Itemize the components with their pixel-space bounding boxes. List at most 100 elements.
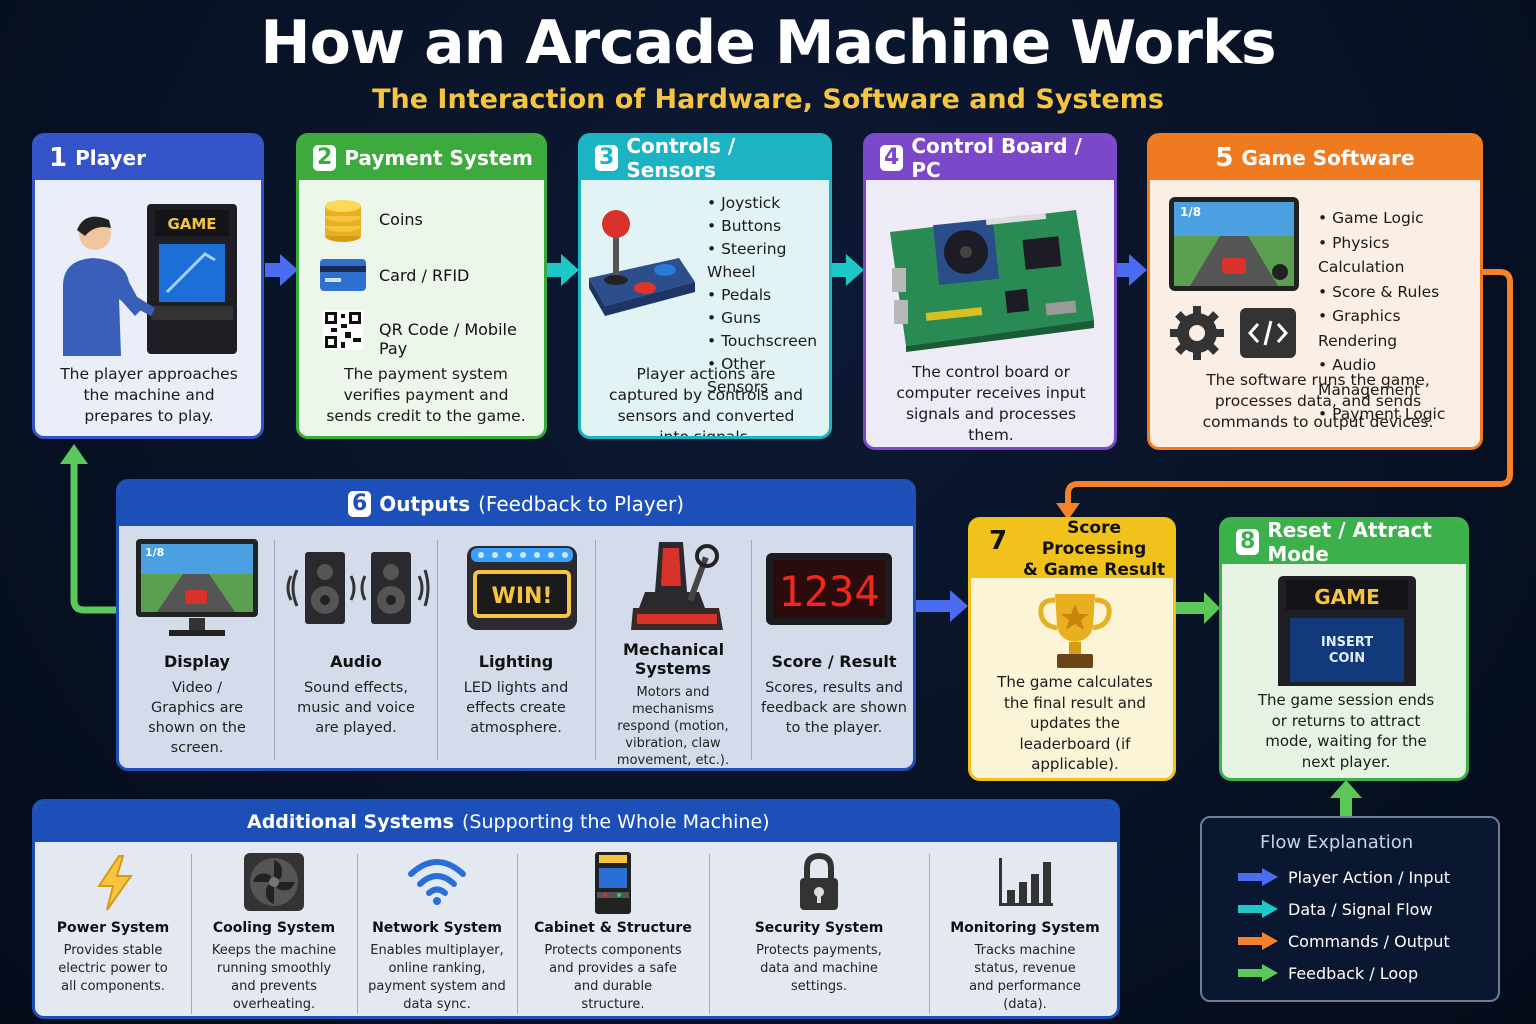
- arrow-payment-to-controls: [547, 254, 579, 286]
- cabinet-marquee-text: GAME: [167, 215, 216, 233]
- joystick-icon: [589, 210, 695, 316]
- step-controls-card: 3 Controls / Sensors Joystick Buttons St…: [578, 133, 832, 439]
- control-item: Guns: [707, 307, 829, 330]
- coins-icon: [325, 200, 361, 242]
- step-title-line1: Score Processing: [1041, 517, 1147, 559]
- additional-description: Tracks machine status, revenue and perfo…: [969, 943, 1081, 1012]
- card-icon: [320, 259, 366, 291]
- insert-text: INSERT: [1321, 635, 1373, 650]
- page-title: How an Arcade Machine Works: [260, 8, 1276, 78]
- led-sign-icon: WIN!: [467, 546, 577, 630]
- control-item: Steering Wheel: [707, 238, 829, 284]
- gear-icon: [1170, 306, 1224, 360]
- arrow-board-to-software: [1117, 254, 1147, 286]
- output-description: LED lights and effects create atmosphere…: [463, 680, 569, 736]
- lock-icon: [800, 852, 838, 910]
- additional-name: Cooling System: [212, 920, 336, 936]
- step-number: 8: [1236, 529, 1260, 555]
- output-description: Sound effects, music and voice are playe…: [297, 680, 415, 736]
- lightning-icon: [97, 855, 133, 911]
- output-description: Video / Graphics are shown on the screen…: [148, 680, 246, 756]
- step-title-note: (Feedback to Player): [478, 492, 685, 516]
- arrow-score-to-reset: [1176, 592, 1220, 624]
- output-score: 1234 Score / Result Scores, results and …: [755, 526, 913, 768]
- additional-description: Keeps the machine running smoothly and p…: [211, 943, 337, 1012]
- additional-monitoring: Monitoring System Tracks machine status,…: [933, 842, 1117, 1016]
- step-number: 5: [1215, 143, 1234, 173]
- step-outputs-card: 6 Outputs (Feedback to Player) 1/8 Displ…: [116, 479, 916, 771]
- flow-legend: Flow Explanation Player Action / Input D…: [1200, 816, 1500, 1002]
- legend-item-feedback: Feedback / Loop: [1238, 958, 1418, 988]
- step-title: Outputs: [379, 492, 471, 516]
- legend-item-commands: Commands / Output: [1238, 926, 1450, 956]
- additional-title-note: (Supporting the Whole Machine): [462, 811, 770, 833]
- step-board-card: 4 Control Board / PC The control board o…: [863, 133, 1117, 450]
- circuit-board-icon: [890, 210, 1094, 352]
- game-screen-icon: 1/8: [1169, 197, 1299, 291]
- output-name: Score / Result: [771, 652, 897, 671]
- output-name: Lighting: [478, 652, 554, 671]
- output-description: Motors and mechanisms respond (motion, v…: [616, 685, 730, 768]
- speaker-icon: [286, 552, 430, 624]
- additional-title: Additional Systems: [247, 811, 454, 833]
- output-name: Mechanical Systems: [623, 640, 725, 678]
- trophy-icon: [1038, 594, 1112, 668]
- arrow-controls-to-board: [832, 254, 864, 286]
- software-item: Graphics Rendering: [1318, 304, 1480, 353]
- controls-list: Joystick Buttons Steering Wheel Pedals G…: [707, 192, 829, 399]
- control-item: Touchscreen: [707, 330, 829, 353]
- additional-name: Monitoring System: [950, 920, 1100, 936]
- additional-power: Power System Provides stable electric po…: [41, 842, 185, 1016]
- qr-code-icon: [323, 310, 363, 350]
- hud-lap-text: 1/8: [1180, 205, 1201, 219]
- step-number: 3: [595, 145, 619, 171]
- player-at-arcade-illustration: GAME: [63, 204, 237, 356]
- step-player-card: 1 Player GAME The player approaches the …: [32, 133, 264, 439]
- score-display-icon: 1234: [766, 553, 892, 625]
- step-score-card: 7 Score Processing & Game Result The gam…: [968, 517, 1176, 781]
- score-digits: 1234: [778, 567, 879, 616]
- additional-description: Provides stable electric power to all co…: [58, 943, 168, 994]
- output-audio: Audio Sound effects, music and voice are…: [279, 526, 433, 768]
- step-description: The payment system verifies payment and …: [326, 365, 526, 425]
- output-name: Display: [164, 652, 230, 671]
- step-number: 7: [989, 526, 1008, 556]
- arrow-loop-up: [1330, 780, 1362, 818]
- step-title: Control Board / PC: [911, 134, 1082, 182]
- hud-lap-text: 1/8: [145, 546, 164, 559]
- step-payment-card: 2 Payment System Coins Card / RFID QR Co…: [296, 133, 547, 439]
- racing-seat-icon: [631, 542, 723, 630]
- legend-item-data: Data / Signal Flow: [1238, 894, 1433, 924]
- step-description: The game session ends or returns to attr…: [1257, 691, 1435, 771]
- legend-arrow-icon: [1238, 868, 1278, 886]
- payment-item-card: Card / RFID: [379, 266, 470, 285]
- arrow-player-to-payment: [265, 254, 298, 286]
- step-description: Player actions are captured by controls …: [609, 365, 803, 439]
- legend-arrow-icon: [1238, 964, 1278, 982]
- legend-label: Feedback / Loop: [1288, 963, 1419, 983]
- step-description: The control board or computer receives i…: [896, 363, 1086, 444]
- legend-label: Player Action / Input: [1288, 867, 1450, 887]
- additional-cabinet: Cabinet & Structure Protects components …: [521, 842, 705, 1016]
- output-mechanical: Mechanical Systems Motors and mechanisms…: [599, 526, 747, 768]
- legend-title: Flow Explanation: [1260, 832, 1414, 853]
- step-number: 2: [313, 145, 337, 171]
- step-title: Player: [75, 146, 146, 170]
- output-description: Scores, results and feedback are shown t…: [761, 680, 907, 736]
- legend-item-input: Player Action / Input: [1238, 862, 1450, 892]
- step-title: Controls / Sensors: [626, 134, 736, 182]
- step-description: The player approaches the machine and pr…: [60, 365, 238, 425]
- additional-name: Cabinet & Structure: [534, 920, 692, 936]
- step-description: The game calculates the final result and…: [997, 673, 1153, 773]
- step-title: Payment System: [344, 146, 533, 170]
- code-icon: [1240, 308, 1296, 358]
- software-list: Game Logic Physics Calculation Score & R…: [1318, 206, 1480, 427]
- additional-network: Network System Enables multiplayer, onli…: [361, 842, 513, 1016]
- additional-description: Protects components and provides a safe …: [544, 943, 682, 1012]
- additional-description: Enables multiplayer, online ranking, pay…: [368, 943, 506, 1012]
- cabinet-icon: [595, 852, 631, 914]
- payment-item-qr: QR Code / Mobile Pay: [379, 320, 517, 358]
- payment-item-coins: Coins: [379, 210, 423, 229]
- wifi-icon: [408, 859, 466, 905]
